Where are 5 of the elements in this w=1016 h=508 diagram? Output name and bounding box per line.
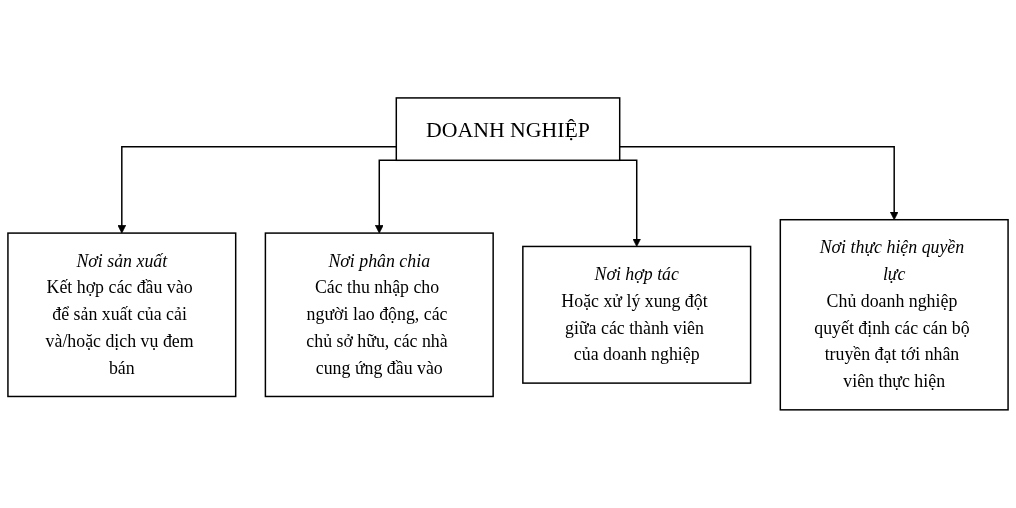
node-box: Nơi sản xuất Kết hợp các đầu vào để sản xuất của cải và/hoặc dịch vụ đem bán — [7, 232, 237, 398]
node-box: Nơi phân chia Các thu nhập cho người lao động, các chủ sở hữu, các nhà cung ứng đầu vào — [264, 232, 494, 398]
node-box: DOANH NGHIỆP — [395, 97, 621, 162]
node-box: Nơi thực hiện quyền lực Chủ doanh nghiệp quyết định các cán bộ truyền đạt tới nhân viên thực hiện — [779, 219, 1009, 411]
node-box: Nơi hợp tác Hoặc xử lý xung đột giữa các thành viên của doanh nghiệp — [522, 245, 752, 384]
